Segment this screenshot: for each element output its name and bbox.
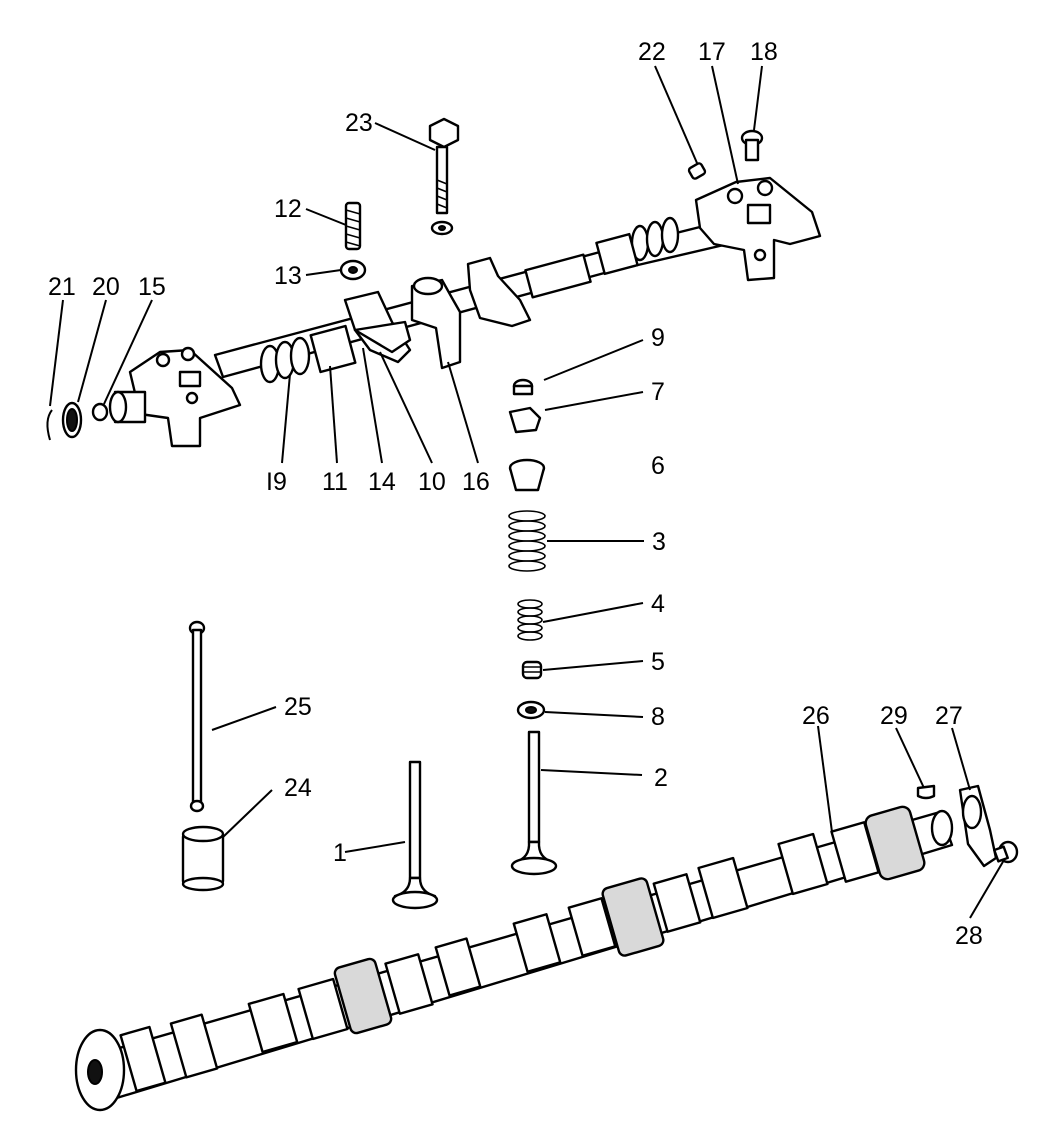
- leader-lines: [49, 65, 1005, 919]
- woodruff-key: [916, 784, 936, 800]
- shaft-end-parts: [46, 401, 109, 441]
- callout-5: 5: [651, 648, 665, 676]
- callout-25: 25: [284, 693, 312, 721]
- callout-8: 8: [651, 703, 665, 731]
- rocker-screw: [740, 129, 764, 162]
- callout-labels: 1 2 3 4 5 6 7 8 9 10 11 12 13 14 15 16 1…: [48, 38, 983, 950]
- callout-16: 16: [462, 468, 490, 496]
- callout-11: 11: [322, 468, 348, 496]
- callout-10: 10: [418, 468, 446, 496]
- callout-2: 2: [654, 764, 668, 792]
- callout-7: 7: [651, 378, 665, 406]
- bracket-bolt: [428, 117, 460, 236]
- push-rod: [188, 620, 206, 813]
- lock-nut: [339, 259, 367, 281]
- callout-1: 1: [333, 839, 347, 867]
- callout-13: 13: [274, 262, 302, 290]
- thrust-plate-bolt: [993, 840, 1019, 864]
- valve-intake: [391, 760, 439, 910]
- callout-27: 27: [935, 702, 963, 730]
- tappet: [181, 825, 225, 892]
- callout-23: 23: [345, 109, 373, 137]
- callout-17: 17: [698, 38, 726, 66]
- callout-9: 9: [651, 324, 665, 352]
- adjusting-screw: [344, 201, 362, 251]
- callout-18: 18: [750, 38, 778, 66]
- callout-28: 28: [955, 922, 983, 950]
- callout-20: 20: [92, 273, 120, 301]
- callout-6: 6: [651, 452, 665, 480]
- thrust-plate: [958, 784, 998, 868]
- callout-22: 22: [638, 38, 666, 66]
- callout-29: 29: [880, 702, 908, 730]
- callout-14: 14: [368, 468, 396, 496]
- callout-19: I9: [266, 468, 287, 496]
- valve-stack: [508, 378, 558, 876]
- callout-4: 4: [651, 590, 665, 618]
- callout-12: 12: [274, 195, 302, 223]
- callout-24: 24: [284, 774, 312, 802]
- callout-21: 21: [48, 273, 76, 301]
- oil-plug: [687, 162, 707, 180]
- callout-26: 26: [802, 702, 830, 730]
- callout-3: 3: [652, 528, 666, 556]
- camshaft: [74, 805, 954, 1112]
- rocker-shaft-assembly: [108, 176, 822, 448]
- callout-15: 15: [138, 273, 166, 301]
